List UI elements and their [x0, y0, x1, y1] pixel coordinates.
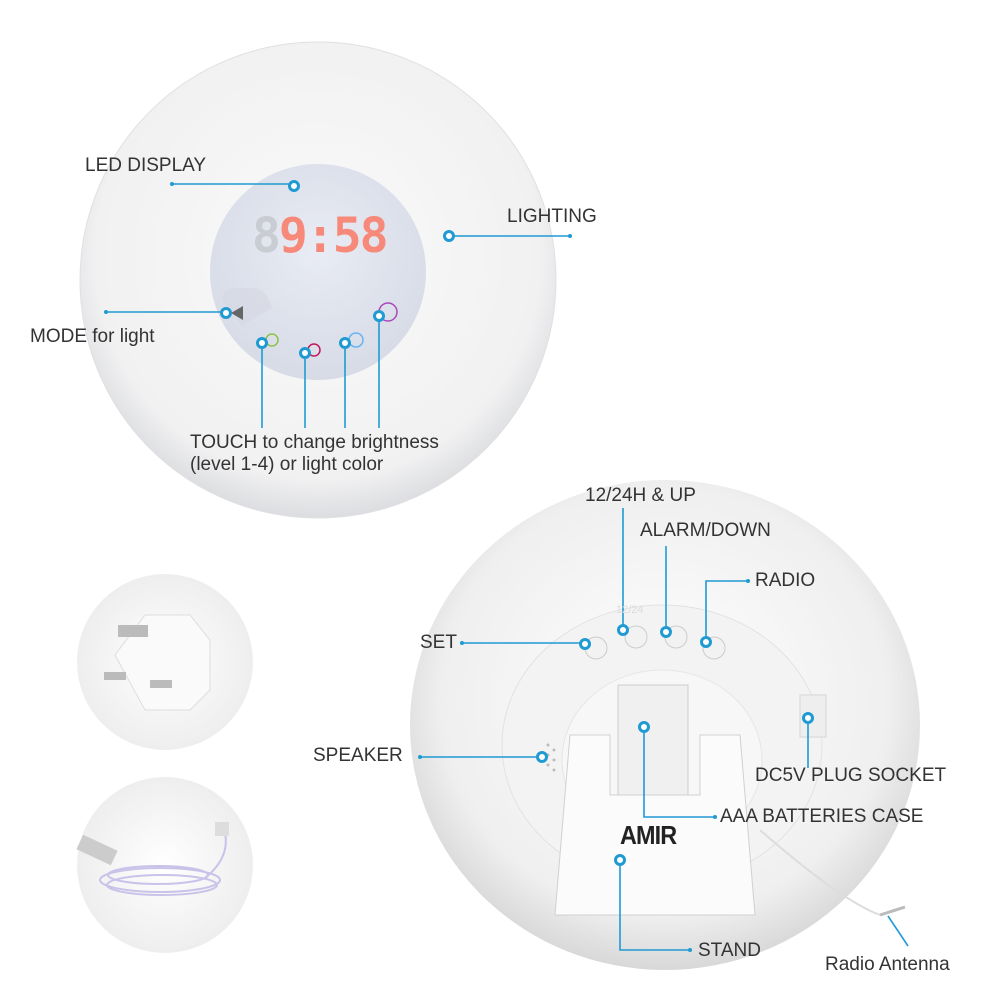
label-led-display: LED DISPLAY — [85, 155, 207, 176]
callout-lines — [106, 183, 909, 951]
label-dc-socket: DC5V PLUG SOCKET — [755, 765, 947, 786]
label-speaker: SPEAKER — [313, 745, 403, 766]
label-antenna: Radio Antenna — [825, 954, 950, 975]
callout-dots — [220, 180, 814, 866]
display-time: 9:58 — [278, 208, 389, 264]
mode-arrow-icon — [231, 306, 243, 320]
label-touch-1: TOUCH to change brightness — [190, 432, 439, 453]
battery-door — [617, 684, 689, 801]
stand — [554, 734, 756, 916]
label-stand: STAND — [698, 940, 761, 961]
label-touch-2: (level 1-4) or light color — [190, 454, 384, 475]
label-alarm: ALARM/DOWN — [640, 520, 771, 541]
antenna-wire — [759, 829, 881, 916]
label-up: 12/24H & UP — [585, 485, 696, 506]
display-dim-digit: 8 — [252, 208, 281, 264]
led-time-display: 89:58 — [252, 208, 389, 264]
button-mark: 12/24 — [616, 604, 644, 616]
label-lighting: LIGHTING — [507, 206, 597, 227]
brand-logo: AMIR — [620, 820, 677, 850]
display-panel — [210, 164, 426, 380]
usb-cable-image — [77, 777, 253, 953]
label-mode: MODE for light — [30, 326, 155, 347]
speaker-grille — [546, 743, 556, 772]
label-radio: RADIO — [755, 570, 816, 591]
label-batteries: AAA BATTERIES CASE — [720, 806, 924, 827]
label-set: SET — [420, 632, 457, 653]
